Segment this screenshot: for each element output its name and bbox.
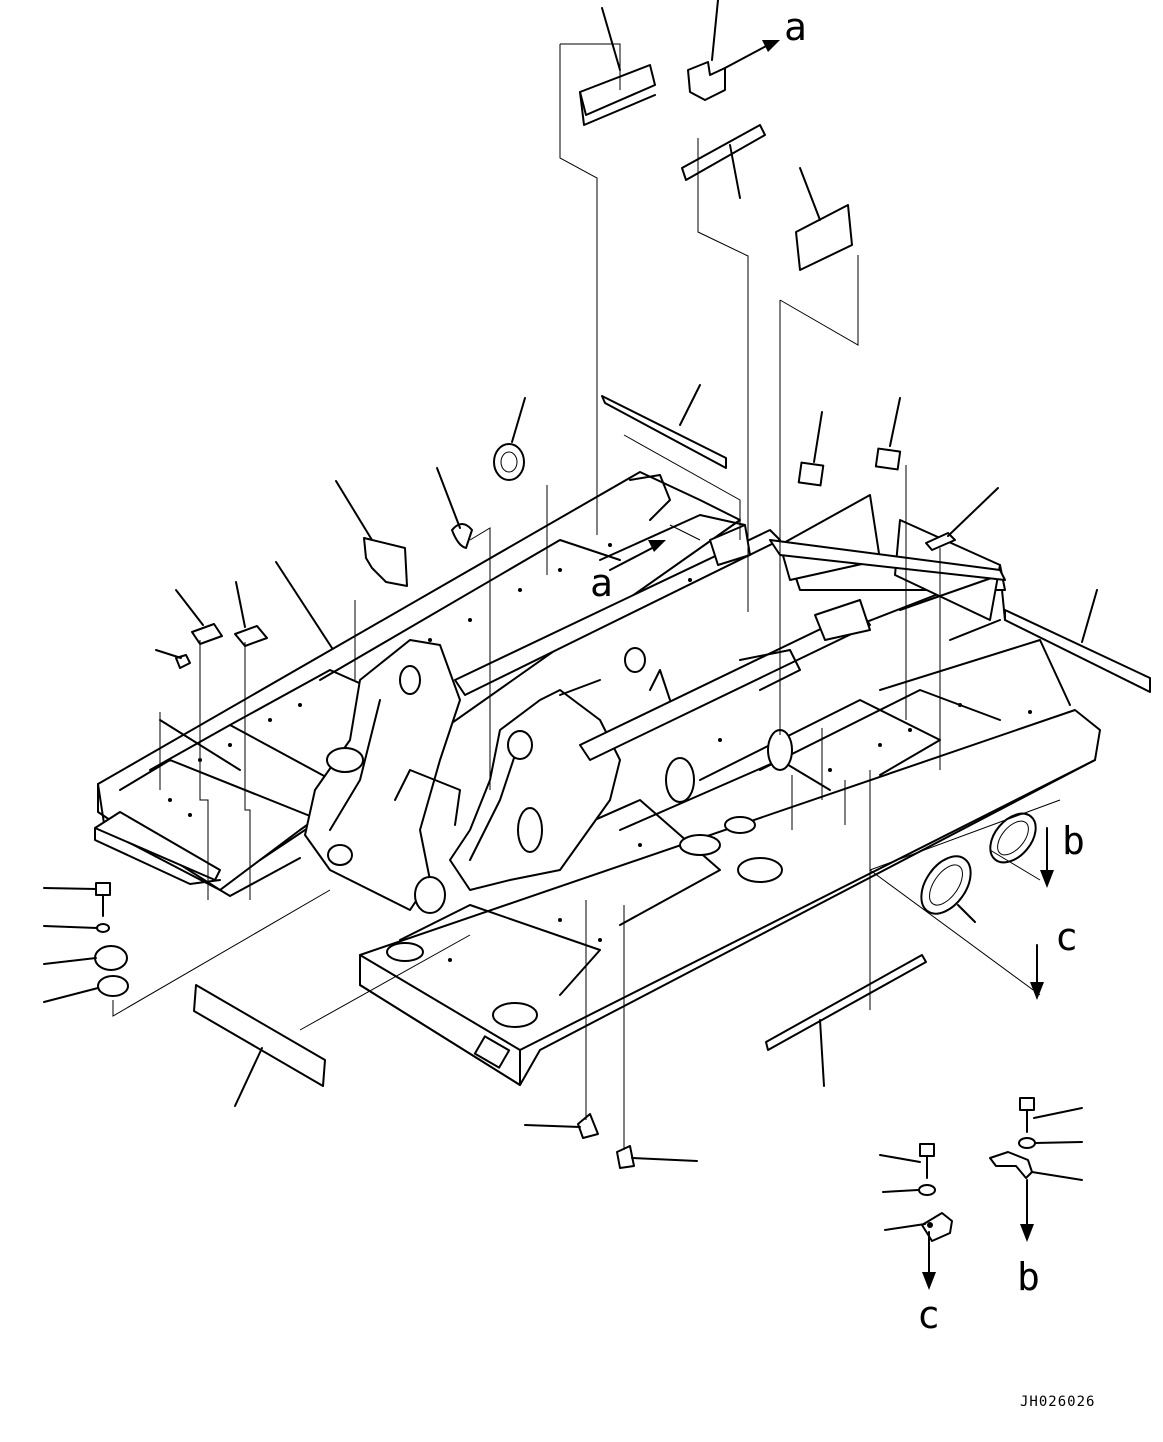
view-label-a-top: a [784,5,807,49]
long-bar-middle [601,384,727,469]
view-label-b-detail: b [1017,1255,1040,1299]
ring-seal [493,397,526,481]
small-pad-3 [925,487,999,551]
stopper-1 [524,1113,599,1139]
nut-left [155,649,191,669]
leader-lines [112,43,1061,1150]
stopper-2 [616,1145,698,1169]
drawing-code: JH026026 [1020,1394,1095,1410]
revolving-frame [94,471,1101,1086]
grommet-2 [920,855,976,923]
cover-plate-top-left [579,7,656,126]
clip [436,467,473,549]
small-pad-1 [797,411,825,487]
clip-left-2 [234,581,268,647]
bracket-a [687,0,780,101]
long-bar-bottom [765,954,927,1087]
clip-left-1 [175,589,223,645]
front-plate [193,984,326,1107]
view-label-c-detail: c [917,1293,940,1337]
bolt-stack-left [43,882,129,1003]
bolt-set-b [989,1097,1083,1242]
square-pad [795,167,853,271]
long-bar-right [1004,589,1151,693]
flat-bar-upper [681,124,766,199]
view-label-b-frame: b [1062,819,1085,863]
folded-cover [335,480,408,587]
view-label-c-frame: c [1055,915,1078,959]
small-pad-2 [874,397,902,471]
view-label-a-frame: a [590,561,613,605]
bolt-set-c [879,1143,953,1290]
grommet-1 [989,812,1037,864]
